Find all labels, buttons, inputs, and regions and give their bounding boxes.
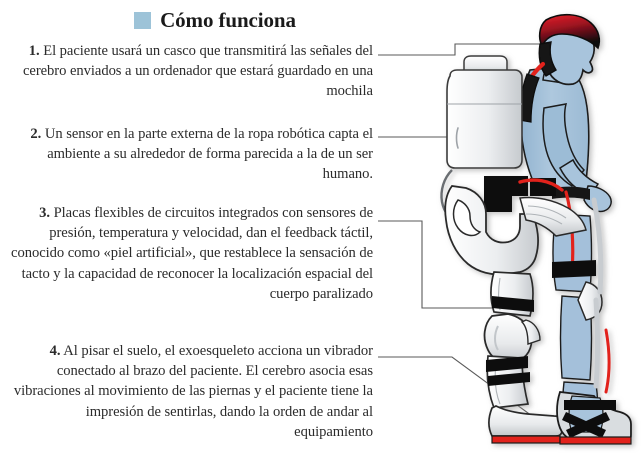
leader-line-4 [378, 356, 567, 442]
exoskeleton-body [440, 13, 632, 445]
knee-highlight [494, 325, 499, 351]
hip-cutout [452, 199, 482, 237]
step-2-text: 2. Un sensor en la parte externa de la r… [6, 124, 373, 185]
step-2-number: 2. [30, 126, 42, 142]
rear-boot-strap-diag-2 [566, 412, 610, 438]
front-boot-sole [491, 435, 561, 444]
step-4-text: 4. Al pisar el suelo, el exoesqueleto ac… [6, 341, 373, 442]
rear-boot-strap-top [564, 400, 616, 410]
backpack [440, 55, 523, 226]
step-4-number: 4. [49, 343, 61, 359]
backpack-body [446, 69, 523, 169]
hand [583, 185, 612, 213]
shin-strap-upper [486, 356, 528, 372]
hip-pad [519, 196, 587, 237]
rear-boot-sole [559, 436, 632, 445]
helmet [538, 13, 601, 77]
step-1-number: 1. [28, 43, 40, 59]
leader-line-3 [378, 220, 503, 309]
waist-mechanism [484, 176, 528, 212]
helmet-rear [538, 41, 557, 77]
thigh-strap [492, 296, 534, 312]
backpack-latch [455, 127, 459, 149]
rear-cable [604, 328, 611, 394]
step-1-body: El paciente usará un casco que transmiti… [22, 43, 373, 100]
rear-thigh-strap [552, 260, 596, 278]
hip-unit [444, 185, 587, 276]
rear-side-rail [591, 197, 604, 295]
torso-cable [518, 178, 564, 192]
shin-strap-lower [488, 372, 530, 386]
step-3-number: 3. [39, 205, 50, 221]
rear-leg-exo [552, 197, 632, 445]
step-2-body: Un sensor en la parte externa de la ropa… [44, 126, 373, 183]
hip-ridge-1 [527, 205, 567, 219]
step-4-body: Al pisar el suelo, el exoesqueleto accio… [13, 343, 373, 440]
page-title: Cómo funciona [0, 8, 430, 33]
leader-line-1 [378, 43, 540, 56]
step-3-body: Placas flexibles de circuitos integrados… [11, 205, 373, 302]
step-1-text: 1. El paciente usará un casco que transm… [6, 41, 373, 102]
knee-side-plate [520, 319, 541, 345]
page-title-text: Cómo funciona [160, 8, 296, 32]
rear-lower-rail [593, 297, 600, 389]
hip-ridge-2 [525, 213, 563, 225]
square-bullet-icon [134, 12, 152, 29]
step-3-text: 3. Placas flexibles de circuitos integra… [6, 203, 373, 304]
front-leg [483, 271, 563, 444]
